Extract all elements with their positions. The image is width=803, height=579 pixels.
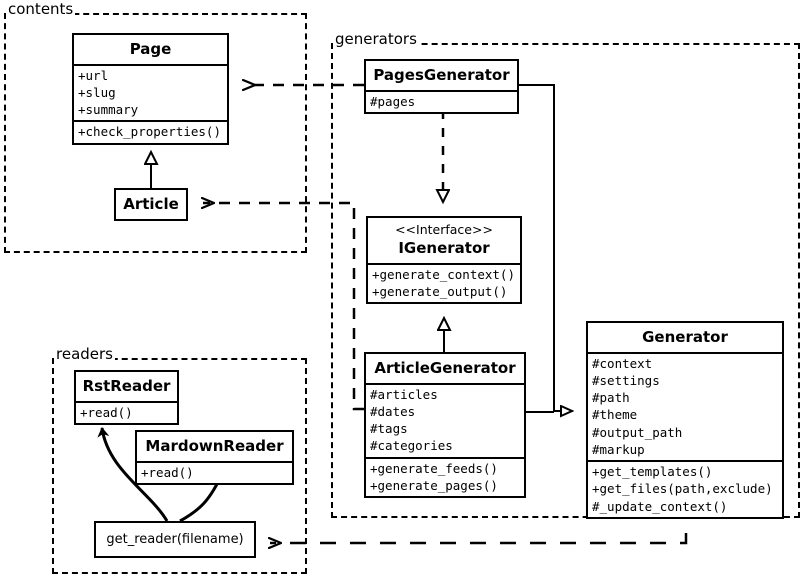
class-page[interactable]: Page +url +slug +summary +check_properti… [72,33,229,145]
package-generators-label: generators [333,30,419,48]
method: +generate_output() [372,284,508,300]
class-mardownreader-title: MardownReader [145,437,284,455]
attribute: #articles [370,386,438,402]
attribute: #dates [370,403,416,419]
method: +generate_pages() [370,477,498,493]
class-generator-title: Generator [642,328,728,346]
class-mardownreader-methods: +read() [137,460,292,483]
class-articlegenerator-title: ArticleGenerator [374,359,516,377]
class-pagesgenerator[interactable]: PagesGenerator #pages [364,59,519,114]
method: +get_templates() [592,464,713,480]
function-get-reader-label: get_reader(filename) [106,532,244,547]
class-rstreader[interactable]: RstReader +read() [74,370,179,425]
function-get-reader[interactable]: get_reader(filename) [94,521,256,558]
attribute: #theme [592,407,638,423]
class-generator-attributes: #context #settings #path #theme #output_… [588,351,782,461]
package-contents-label: contents [6,0,76,18]
attribute: #output_path [592,424,683,440]
method: +check_properties() [78,124,221,140]
class-igenerator-methods: +generate_context() +generate_output() [368,262,520,303]
method: +generate_context() [372,266,515,282]
attribute: +slug [78,84,116,100]
attribute: #context [592,355,653,371]
package-readers-label: readers [54,345,115,363]
method: #_update_context() [592,498,728,514]
class-page-attributes: +url +slug +summary [74,63,227,121]
class-articlegenerator[interactable]: ArticleGenerator #articles #dates #tags … [364,352,526,499]
class-igenerator-title: IGenerator [398,239,490,258]
attribute: #pages [370,93,416,109]
class-articlegenerator-methods: +generate_feeds() +generate_pages() [366,456,524,497]
attribute: #path [592,390,630,406]
attribute: +url [78,67,109,83]
attribute: #tags [370,421,408,437]
method: +read() [80,404,133,420]
class-rstreader-title: RstReader [82,377,171,395]
method: +generate_feeds() [370,460,498,476]
class-rstreader-methods: +read() [76,400,177,423]
class-articlegenerator-attributes: #articles #dates #tags #categories [366,382,524,457]
class-generator-methods: +get_templates() +get_files(path,exclude… [588,460,782,517]
class-article[interactable]: Article [114,188,188,221]
class-page-methods: +check_properties() [74,120,227,142]
class-igenerator[interactable]: <<Interface>> IGenerator +generate_conte… [366,216,522,305]
package-contents [4,13,307,253]
method: +read() [141,464,194,480]
attribute: #categories [370,438,453,454]
method: +get_files(path,exclude) [592,481,773,497]
attribute: #markup [592,441,645,457]
attribute: +summary [78,102,139,118]
class-igenerator-stereotype: <<Interface>> [395,222,493,237]
package-readers [52,358,307,574]
class-pagesgenerator-title: PagesGenerator [373,66,510,84]
class-article-title: Article [123,195,179,213]
attribute: #settings [592,372,660,388]
class-mardownreader[interactable]: MardownReader +read() [135,430,294,485]
class-generator[interactable]: Generator #context #settings #path #them… [586,321,784,519]
class-pagesgenerator-attributes: #pages [366,89,517,112]
class-page-title: Page [129,40,172,58]
